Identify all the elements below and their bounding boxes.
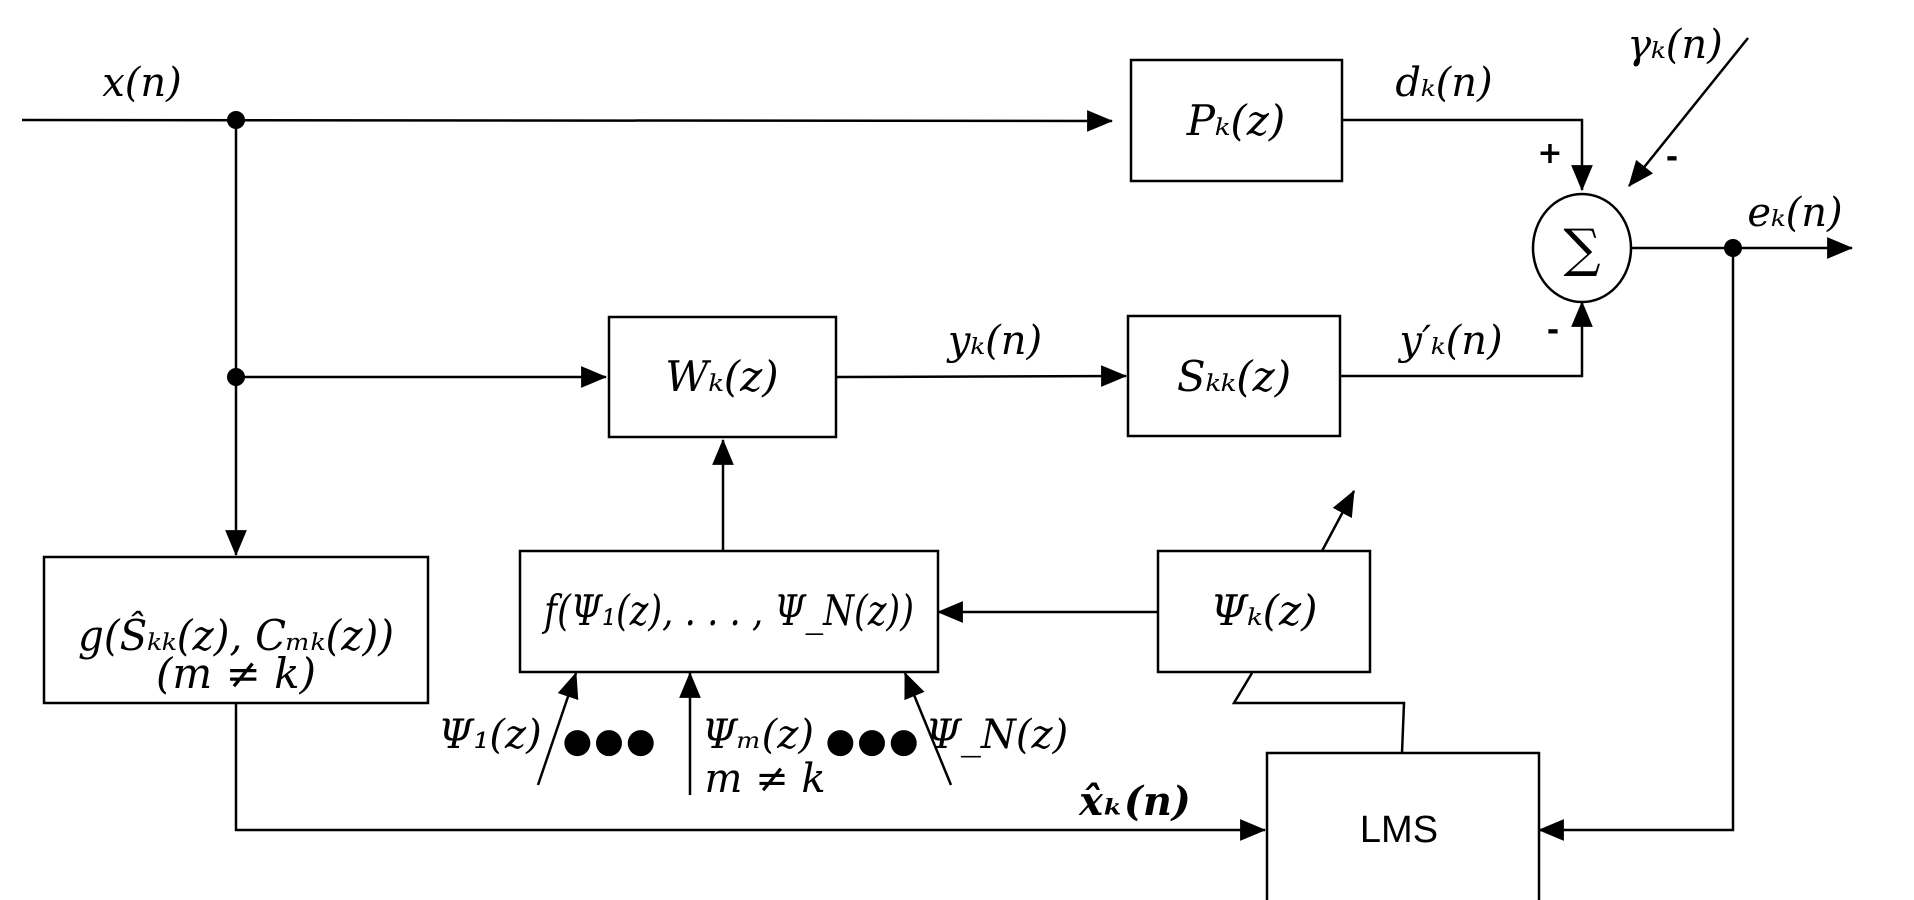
S-to-sum-line: [1340, 300, 1593, 378]
label-g-line2: (m ≠ k): [156, 649, 316, 698]
summing-junction: [1531, 192, 1633, 304]
adaptation-arrow: [1320, 490, 1356, 552]
ellipsis-right: ●●●: [825, 721, 920, 761]
e-feedback-line: [1537, 248, 1735, 841]
sign-minus-gamma: -: [1666, 140, 1678, 175]
input-label-psiN: Ψ_N(z): [926, 712, 1068, 758]
input-label-psi1: Ψ₁(z): [438, 712, 541, 758]
junction-dot-x: [227, 111, 245, 129]
label-W: Wₖ(z): [665, 352, 778, 401]
psiN-input-arrow: [903, 671, 953, 786]
block-g: [42, 555, 430, 705]
P-to-sum-line: [1342, 118, 1593, 192]
input-label-psim-condition: m ≠ k: [704, 756, 825, 802]
signal-gamma: γₖ(n): [1627, 22, 1722, 68]
LMS-to-Psik-line: [1231, 672, 1406, 754]
label-LMS: LMS: [1360, 809, 1438, 851]
block-LMS: [1265, 751, 1541, 900]
signal-y-prime: y′ₖ(n): [1397, 318, 1502, 364]
psi1-input-arrow: [536, 671, 579, 786]
block-W: [607, 315, 838, 439]
junction-dot-e: [1724, 239, 1742, 257]
W-to-S-line: [835, 365, 1128, 387]
xhat-to-LMS-line: [234, 703, 1267, 841]
signal-d: dₖ(n): [1395, 60, 1492, 106]
label-Psik: Ψₖ(z): [1210, 586, 1317, 635]
sign-plus-d: +: [1537, 136, 1562, 171]
input-label-psim: Ψₘ(z): [702, 712, 814, 758]
gamma-to-sum-line: [1628, 37, 1749, 187]
ellipsis-left: ●●●: [562, 721, 657, 761]
label-f: f(Ψ₁(z), . . . , Ψ_N(z)): [541, 586, 914, 635]
label-g-line1: g(Ŝₖₖ(z), Cₘₖ(z)): [78, 610, 394, 660]
signal-e: eₖ(n): [1747, 190, 1842, 236]
signal-x: x(n): [102, 60, 182, 106]
x-to-P-line: [21, 110, 1114, 132]
block-f: [518, 549, 940, 674]
label-P: Pₖ(z): [1186, 96, 1285, 145]
sum-symbol: ∑: [1563, 219, 1600, 279]
block-P: [1129, 58, 1344, 183]
signal-x-hat: x̂ₖ(n): [1078, 778, 1191, 825]
junction-dot-x-branch: [227, 368, 245, 386]
label-S: Sₖₖ(z): [1177, 352, 1291, 401]
sign-minus-y: -: [1547, 313, 1559, 348]
block-S: [1126, 314, 1342, 438]
signal-y: yₖ(n): [946, 318, 1042, 364]
block-Psik: [1156, 549, 1372, 674]
